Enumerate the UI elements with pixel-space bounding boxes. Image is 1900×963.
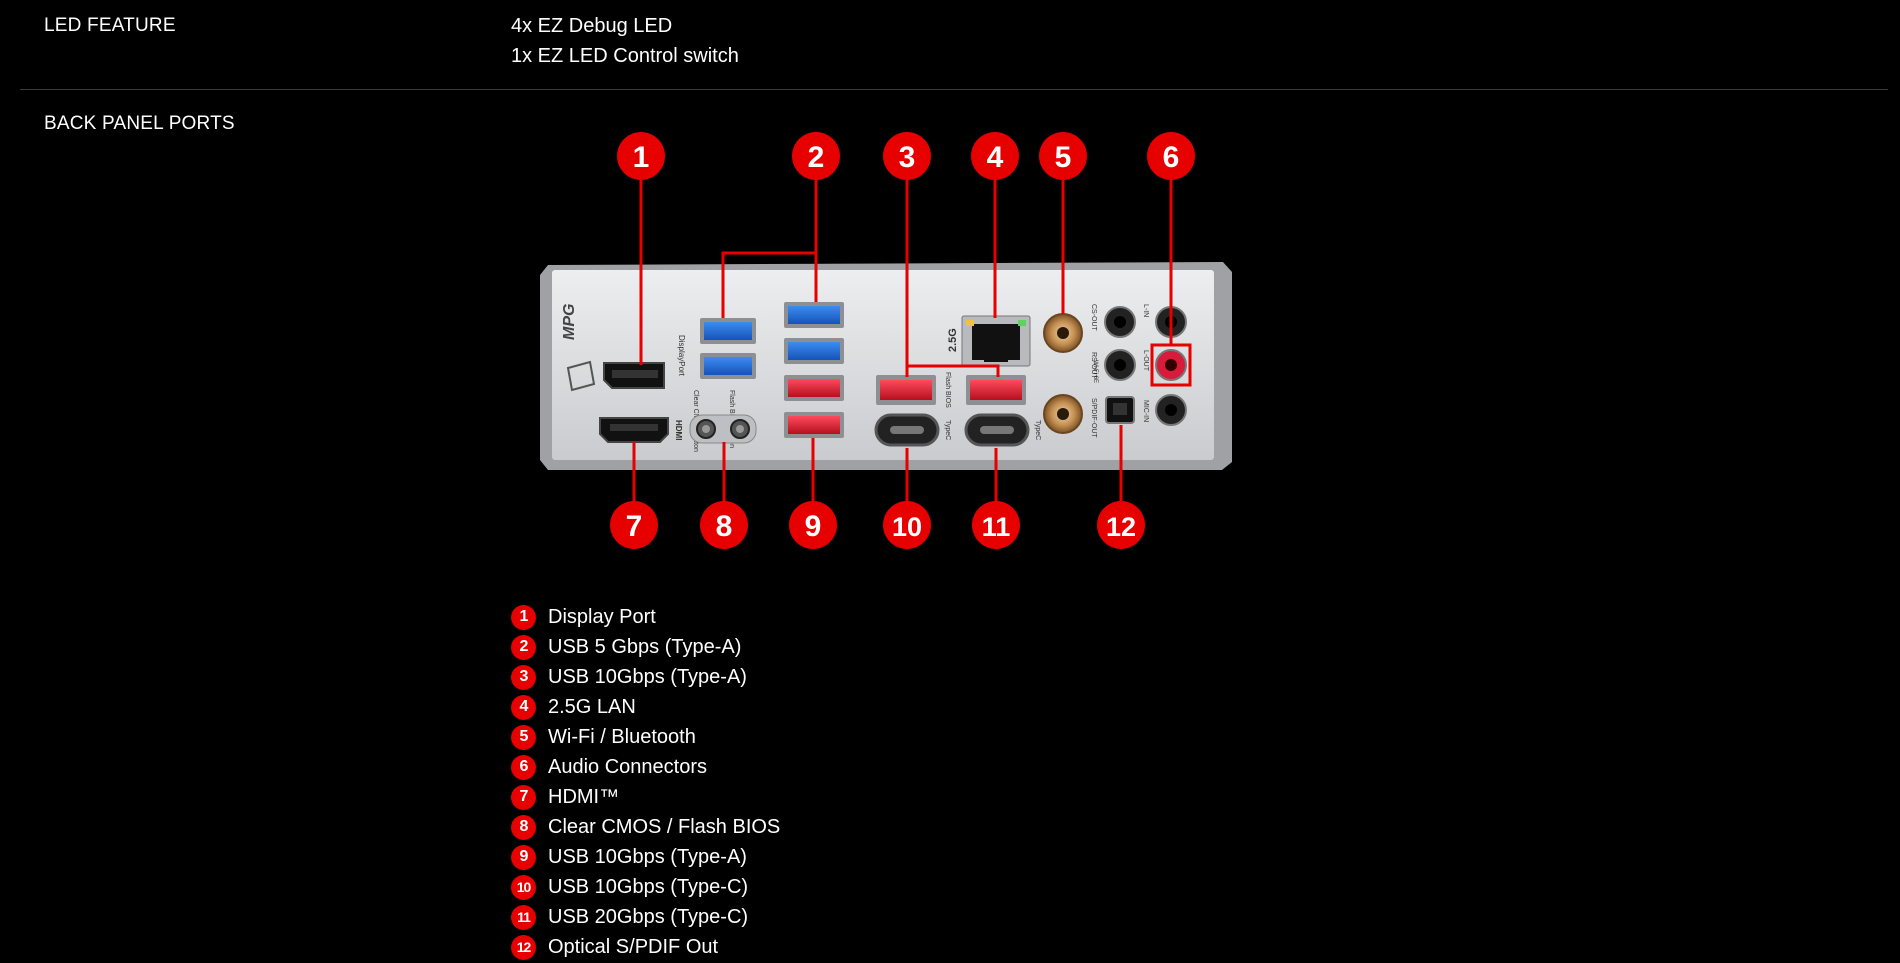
mic-in-text: MIC-IN — [1142, 400, 1149, 422]
callout-7-text: 7 — [626, 510, 643, 543]
usb-stack-right — [784, 302, 844, 438]
legend-item: 2 USB 5 Gbps (Type-A) — [511, 632, 780, 662]
legend-label: USB 10Gbps (Type-A) — [548, 845, 747, 868]
l-out-text: L-OUT — [1142, 350, 1149, 372]
wifi-text: Wi-Fi 6E — [1092, 360, 1098, 383]
callout-markers: 1 2 3 4 5 6 7 8 9 10 11 12 — [610, 132, 1195, 549]
callout-9: 9 — [789, 501, 837, 549]
legend-item: 9 USB 10Gbps (Type-A) — [511, 842, 780, 872]
legend-label: Optical S/PDIF Out — [548, 935, 719, 958]
callout-2-text: 2 — [808, 141, 825, 174]
legend-number-badge: 2 — [511, 634, 536, 660]
led-feature-values: 4x EZ Debug LED 1x EZ LED Control switch — [511, 11, 739, 71]
legend-number-badge: 6 — [511, 754, 536, 780]
callout-1-text: 1 — [633, 141, 650, 174]
legend-label: Audio Connectors — [548, 755, 707, 778]
legend-number-badge: 5 — [511, 724, 536, 750]
brand-text: MPG — [561, 304, 578, 340]
callout-10: 10 — [883, 501, 931, 549]
led-feature-label: LED FEATURE — [44, 15, 176, 36]
callout-6: 6 — [1147, 132, 1195, 180]
callout-3-text: 3 — [899, 141, 916, 174]
lan-speed-text: 2.5G — [947, 328, 959, 352]
callout-leader-lines — [632, 172, 1173, 508]
legend-number-badge: 12 — [511, 934, 536, 960]
callout-5: 5 — [1039, 132, 1087, 180]
legend-label: 2.5G LAN — [548, 695, 636, 718]
cs-out-text: CS-OUT — [1090, 304, 1097, 332]
callout-8: 8 — [700, 501, 748, 549]
legend-number-badge: 1 — [511, 604, 536, 630]
l-in-text: L-IN — [1142, 304, 1149, 317]
callout-4-text: 4 — [987, 141, 1004, 174]
legend-item: 3 USB 10Gbps (Type-A) — [511, 662, 780, 692]
callout-11-text: 11 — [982, 512, 1011, 542]
callout-6-text: 6 — [1163, 141, 1180, 174]
led-feature-row: LED FEATURE 4x EZ Debug LED 1x EZ LED Co… — [20, 0, 1888, 89]
usb-10gbps-typea-pair: Flash BIOS — [876, 372, 1026, 408]
legend-item: 8 Clear CMOS / Flash BIOS — [511, 812, 780, 842]
callout-9-text: 9 — [805, 510, 822, 543]
legend-label: USB 20Gbps (Type-C) — [548, 905, 749, 928]
legend-label: Wi-Fi / Bluetooth — [548, 725, 696, 748]
wifi-antenna-connectors: Wi-Fi 6E — [1043, 313, 1098, 434]
callout-8-text: 8 — [716, 510, 733, 543]
legend-label: USB 10Gbps (Type-A) — [548, 665, 747, 688]
legend-number-badge: 8 — [511, 814, 536, 840]
legend-item: 1 Display Port — [511, 602, 780, 632]
led-feature-value-1: 4x EZ Debug LED — [511, 15, 673, 37]
typec-text-a: TypeC — [944, 420, 951, 440]
hdmi-text: HDMI — [674, 420, 683, 440]
callout-5-text: 5 — [1055, 141, 1072, 174]
spdif-text: S/PDIF-OUT — [1090, 398, 1097, 438]
legend-item: 6 Audio Connectors — [511, 752, 780, 782]
displayport-text: DisplayPort — [677, 335, 686, 377]
section-divider — [20, 89, 1888, 90]
legend-number-badge: 3 — [511, 664, 536, 690]
callout-4: 4 — [971, 132, 1019, 180]
cmos-bios-buttons: Clear CMOS Button Flash BIOS Button — [689, 390, 757, 452]
callout-7: 7 — [610, 501, 658, 549]
callout-3: 3 — [883, 132, 931, 180]
legend-number-badge: 4 — [511, 694, 536, 720]
callout-12: 12 — [1097, 501, 1145, 549]
usb-5gbps-stack-left — [700, 318, 756, 379]
displayport-connector: DisplayPort — [603, 335, 686, 389]
legend-item: 4 2.5G LAN — [511, 692, 780, 722]
legend-item: 12 Optical S/PDIF Out — [511, 932, 780, 962]
callout-2: 2 — [792, 132, 840, 180]
hdmi-connector: HDMI — [599, 417, 683, 443]
legend-item: 11 USB 20Gbps (Type-C) — [511, 902, 780, 932]
usb-typec-ports: TypeC TypeC — [874, 413, 1041, 447]
legend-number-badge: 11 — [511, 904, 536, 930]
callout-11: 11 — [972, 501, 1020, 549]
legend-item: 7 HDMI™ — [511, 782, 780, 812]
legend-label: USB 5 Gbps (Type-A) — [548, 635, 742, 658]
msi-mpg-logo: MPG — [561, 304, 596, 392]
callout-12-text: 12 — [1106, 512, 1136, 542]
legend-label: HDMI™ — [548, 785, 620, 808]
rs-out-text: RS-OUT — [1090, 352, 1097, 380]
led-feature-value-2: 1x EZ LED Control switch — [511, 45, 739, 67]
callout-1: 1 — [617, 132, 665, 180]
legend-label: USB 10Gbps (Type-C) — [548, 875, 749, 898]
legend-number-badge: 7 — [511, 784, 536, 810]
typec-text-b: TypeC — [1034, 420, 1041, 440]
back-panel-label: BACK PANEL PORTS — [44, 113, 235, 134]
legend-label: Display Port — [548, 605, 656, 628]
legend-number-badge: 10 — [511, 874, 536, 900]
legend-number-badge: 9 — [511, 844, 536, 870]
flash-bios-port-text: Flash BIOS — [944, 372, 951, 408]
legend-item: 5 Wi-Fi / Bluetooth — [511, 722, 780, 752]
callout-10-text: 10 — [892, 512, 922, 542]
legend-label: Clear CMOS / Flash BIOS — [548, 815, 781, 838]
legend-item: 10 USB 10Gbps (Type-C) — [511, 872, 780, 902]
